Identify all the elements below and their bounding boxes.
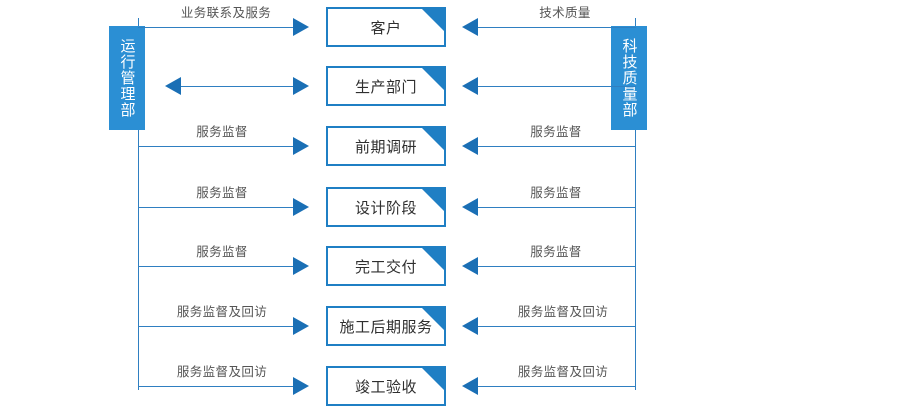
row-2-right-arrowhead [462, 77, 478, 95]
node-7[interactable]: 竣工验收 [326, 366, 446, 406]
left-department-label: 运行管理部 [118, 38, 137, 118]
row-6-left-line [138, 326, 293, 327]
row-1-right-line [478, 27, 636, 28]
row-3-left-arrowhead [293, 137, 309, 155]
row-1-right-arrowhead [462, 18, 478, 36]
node-3-label: 前期调研 [354, 137, 417, 156]
node-4-corner-icon [422, 189, 444, 211]
row-7-right-caption: 服务监督及回访 [517, 364, 609, 379]
row-1-left-arrowhead [293, 18, 309, 36]
node-3[interactable]: 前期调研 [326, 126, 446, 166]
row-2-return-arrowhead [165, 77, 181, 95]
node-5[interactable]: 完工交付 [326, 246, 446, 286]
row-5-left-line [138, 266, 293, 267]
row-4-right-line [478, 207, 636, 208]
row-7-left-arrowhead [293, 377, 309, 395]
row-5-left-caption: 服务监督 [196, 244, 248, 259]
node-2[interactable]: 生产部门 [326, 66, 446, 106]
node-5-label: 完工交付 [354, 257, 417, 276]
node-1-label: 客户 [370, 18, 402, 37]
row-4-left-arrowhead [293, 198, 309, 216]
node-1-corner-icon [422, 9, 444, 31]
node-3-corner-icon [422, 128, 444, 150]
node-6[interactable]: 施工后期服务 [326, 306, 446, 346]
row-6-right-caption: 服务监督及回访 [517, 304, 609, 319]
row-6-left-arrowhead [293, 317, 309, 335]
node-7-corner-icon [422, 368, 444, 390]
row-1-right-caption: 技术质量 [539, 5, 591, 20]
node-5-corner-icon [422, 248, 444, 270]
node-4[interactable]: 设计阶段 [326, 187, 446, 227]
row-7-left-caption: 服务监督及回访 [176, 364, 268, 379]
node-6-corner-icon [422, 308, 444, 330]
row-7-left-line [138, 386, 293, 387]
row-3-left-line [138, 146, 293, 147]
node-2-label: 生产部门 [354, 77, 417, 96]
right-trunk-line [635, 18, 636, 390]
node-4-label: 设计阶段 [354, 198, 417, 217]
row-6-right-line [478, 326, 636, 327]
row-2-left-line [181, 86, 293, 87]
row-7-right-line [478, 386, 636, 387]
row-4-right-arrowhead [462, 198, 478, 216]
row-5-right-caption: 服务监督 [530, 244, 582, 259]
row-2-left-arrowhead [293, 77, 309, 95]
right-department-bar[interactable]: 科技质量部 [611, 26, 647, 130]
row-3-right-line [478, 146, 636, 147]
row-3-right-arrowhead [462, 137, 478, 155]
row-1-left-caption: 业务联系及服务 [180, 5, 272, 20]
right-department-label: 科技质量部 [620, 38, 639, 118]
row-4-right-caption: 服务监督 [530, 185, 582, 200]
row-5-right-arrowhead [462, 257, 478, 275]
row-5-right-line [478, 266, 636, 267]
node-1[interactable]: 客户 [326, 7, 446, 47]
row-6-left-caption: 服务监督及回访 [176, 304, 268, 319]
row-4-left-caption: 服务监督 [196, 185, 248, 200]
row-1-left-line [138, 27, 293, 28]
row-3-left-caption: 服务监督 [196, 124, 248, 139]
node-7-label: 竣工验收 [354, 377, 417, 396]
left-trunk-line [138, 18, 139, 390]
row-2-right-line [478, 86, 636, 87]
left-department-bar[interactable]: 运行管理部 [109, 26, 145, 130]
row-3-right-caption: 服务监督 [530, 124, 582, 139]
row-6-right-arrowhead [462, 317, 478, 335]
row-7-right-arrowhead [462, 377, 478, 395]
node-6-label: 施工后期服务 [339, 317, 433, 336]
row-5-left-arrowhead [293, 257, 309, 275]
node-2-corner-icon [422, 68, 444, 90]
row-4-left-line [138, 207, 293, 208]
